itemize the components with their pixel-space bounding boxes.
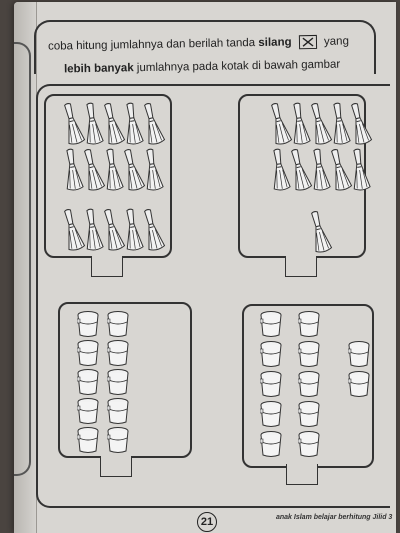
book-spine [14, 2, 37, 533]
broom-icon [288, 101, 313, 152]
answer-box-broom-left[interactable] [91, 256, 123, 277]
answer-box-broom-right[interactable] [285, 256, 317, 277]
bucket-icon [297, 340, 320, 373]
bucket-icon [297, 430, 320, 463]
bucket-icon [347, 340, 370, 373]
bucket-icon [106, 368, 129, 401]
broom-icon [328, 101, 353, 152]
bucket-icon [76, 339, 99, 372]
broom-icon [305, 209, 334, 261]
broom-icon [141, 147, 166, 198]
bucket-icon [297, 310, 320, 343]
broom-icon [348, 147, 373, 198]
broom-icon [78, 147, 107, 199]
book-title: anak Islam belajar berhitung Jilid 3 [276, 514, 393, 521]
bucket-icon [297, 370, 320, 403]
broom-icon [121, 101, 146, 152]
broom-icon [325, 147, 354, 199]
broom-icon [61, 147, 86, 198]
broom-icon [138, 101, 167, 153]
worksheet-frame [36, 84, 390, 508]
bucket-icon [76, 397, 99, 430]
answer-box-bucket-right[interactable] [286, 464, 318, 485]
bucket-icon [347, 370, 370, 403]
cross-mark-icon [298, 34, 317, 50]
broom-icon [345, 101, 374, 153]
answer-box-bucket-left[interactable] [100, 456, 132, 477]
broom-icon [121, 207, 146, 258]
bucket-icon [76, 426, 99, 459]
bucket-icon [259, 430, 282, 463]
broom-icon [305, 101, 334, 153]
instruction-box [34, 20, 376, 74]
page-number: 21 [197, 512, 217, 532]
broom-icon [98, 207, 127, 259]
bucket-icon [259, 340, 282, 373]
bucket-icon [106, 310, 129, 343]
bucket-icon [106, 397, 129, 430]
bucket-icon [76, 310, 99, 343]
bucket-icon [76, 368, 99, 401]
broom-icon [308, 147, 333, 198]
broom-icon [118, 147, 147, 199]
broom-icon [265, 101, 294, 153]
bucket-icon [106, 426, 129, 459]
instruction-line-1: coba hitung jumlahnya dan berilah tanda … [47, 34, 350, 53]
bucket-icon [106, 339, 129, 372]
bucket-icon [297, 400, 320, 433]
bucket-icon [259, 400, 282, 433]
broom-icon [285, 147, 314, 199]
broom-icon [58, 207, 87, 259]
broom-icon [58, 101, 87, 153]
broom-icon [98, 101, 127, 153]
bucket-icon [259, 310, 282, 343]
broom-icon [81, 207, 106, 258]
worksheet-page: coba hitung jumlahnya dan berilah tanda … [14, 2, 396, 533]
broom-icon [138, 207, 167, 259]
bucket-icon [259, 370, 282, 403]
broom-icon [101, 147, 126, 198]
broom-icon [81, 101, 106, 152]
broom-icon [268, 147, 293, 198]
